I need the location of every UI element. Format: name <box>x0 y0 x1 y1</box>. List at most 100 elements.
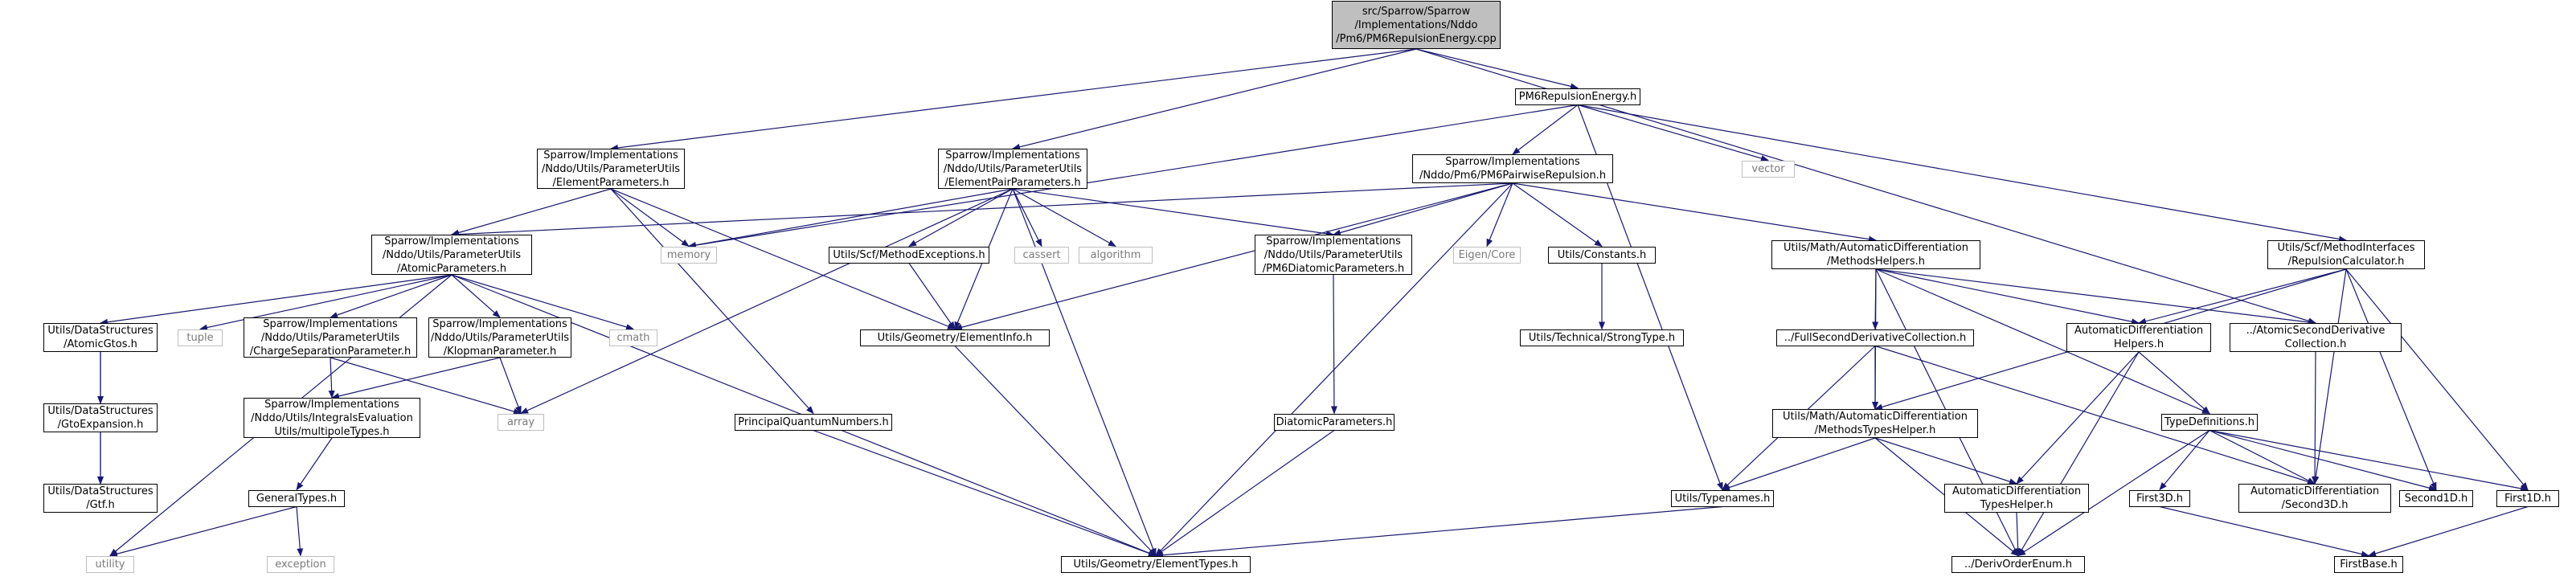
edge-typedefs-to-second3d <box>2209 429 2316 485</box>
edge-pairwise-to-eigen <box>1486 182 1513 248</box>
edge-adtypes-to-derivorder <box>2014 512 2021 557</box>
edge-repcalc-to-second1d <box>2345 268 2437 491</box>
node-gtf-h[interactable]: Utils/DataStructures /Gtf.h <box>43 484 158 513</box>
edge-fullsecond-to-second3d <box>1874 345 2316 485</box>
edge-atomicparams-to-cmath <box>451 274 634 330</box>
edge-methtypes-to-adtypes <box>1874 437 2017 485</box>
node-second1d-h[interactable]: Second1D.h <box>2399 489 2473 507</box>
edge-eleminfo-to-elemtypes <box>954 346 1157 557</box>
edge-repcalc-to-second3d <box>2312 268 2347 485</box>
edge-methexc-to-eleminfo <box>908 263 956 330</box>
edge-first1d-to-firstbase <box>2368 505 2529 557</box>
edge-methhelpers-to-typedefs <box>1875 268 2210 415</box>
edge-pairwise-to-methhelpers <box>1512 182 1877 243</box>
node-deriv-order-enum-h[interactable]: ../DerivOrderEnum.h <box>1951 555 2085 573</box>
edge-first3d-to-firstbase <box>2159 505 2369 558</box>
node-methods-helpers-h[interactable]: Utils/Math/AutomaticDifferentiation /Met… <box>1771 240 1980 269</box>
node-memory: memory <box>661 246 717 264</box>
node-first1d-h[interactable]: First1D.h <box>2496 489 2559 507</box>
node-element-types-h[interactable]: Utils/Geometry/ElementTypes.h <box>1061 555 1251 573</box>
edge-elempair-to-algorithm <box>1012 188 1116 248</box>
edge-pm6rep-to-memory <box>688 104 1579 249</box>
node-atomic-parameters-h[interactable]: Sparrow/Implementations /Nddo/Utils/Para… <box>371 235 532 275</box>
edge-methtypes-to-typenames <box>1722 437 1876 491</box>
edge-repcalc-to-first1d <box>2345 268 2529 491</box>
node-first3d-h[interactable]: First3D.h <box>2129 489 2190 507</box>
node-pm6-diatomic-parameters-h[interactable]: Sparrow/Implementations /Nddo/Utils/Para… <box>1255 235 1412 275</box>
node-principal-quantum-numbers-h[interactable]: PrincipalQuantumNumbers.h <box>735 413 892 431</box>
node-first-base-h[interactable]: FirstBase.h <box>2334 555 2403 573</box>
node-diatomic-parameters-h[interactable]: DiatomicParameters.h <box>1274 413 1394 431</box>
edge-atomicparams-to-klopman <box>451 274 501 318</box>
node-atomic-second-derivative-collection-h[interactable]: ../AtomicSecondDerivative Collection.h <box>2230 323 2402 352</box>
edge-klopman-to-multipole <box>331 357 501 399</box>
node-utility: utility <box>86 555 134 573</box>
edge-typedefs-to-second1d <box>2209 429 2437 492</box>
edge-diatparams-to-elemtypes <box>1155 430 1335 557</box>
edge-elempair-to-methexc <box>908 188 1014 248</box>
edge-klopman-to-array <box>499 357 522 415</box>
edge-atomicparams-to-atomicgtos <box>100 274 453 325</box>
node-full-second-derivative-collection-h[interactable]: ../FullSecondDerivativeCollection.h <box>1776 329 1974 346</box>
edge-root-to-elemparams <box>610 48 1417 151</box>
edge-elemparams-to-eleminfo <box>610 188 956 330</box>
edge-generaltypes-to-exception <box>296 506 304 557</box>
node-multipole-types-h[interactable]: Sparrow/Implementations /Nddo/Utils/Inte… <box>244 398 420 438</box>
node-exception: exception <box>267 555 334 573</box>
node-methods-types-helper-h[interactable]: Utils/Math/AutomaticDifferentiation /Met… <box>1772 409 1978 438</box>
node-cmath: cmath <box>609 329 657 346</box>
edge-multipole-to-generaltypes <box>296 437 333 491</box>
node-algorithm: algorithm <box>1079 246 1153 264</box>
edge-atomicsecond-to-second3d <box>2312 351 2319 485</box>
edge-repcalc-to-adhelpers <box>2138 268 2347 325</box>
node-element-pair-parameters-h[interactable]: Sparrow/Implementations /Nddo/Utils/Para… <box>938 149 1087 189</box>
edge-elemparams-to-atomicparams <box>451 188 612 236</box>
node-element-parameters-h[interactable]: Sparrow/Implementations /Nddo/Utils/Para… <box>537 149 685 189</box>
node-strong-type-h[interactable]: Utils/Technical/StrongType.h <box>1520 329 1684 346</box>
node-automatic-differentiation-helpers-h[interactable]: AutomaticDifferentiation Helpers.h <box>2066 323 2211 352</box>
node-method-exceptions-h[interactable]: Utils/Scf/MethodExceptions.h <box>829 246 989 264</box>
edge-pairwise-to-constants <box>1512 182 1603 248</box>
node-second3d-h[interactable]: AutomaticDifferentiation /Second3D.h <box>2238 484 2391 513</box>
edge-pairwise-to-eleminfo <box>954 182 1513 331</box>
node-general-types-h[interactable]: GeneralTypes.h <box>248 489 345 507</box>
edge-methhelpers-to-adhelpers <box>1875 268 2140 325</box>
node-cassert: cassert <box>1014 246 1069 264</box>
node-pm6-repulsion-energy-cpp[interactable]: src/Sparrow/Sparrow /Implementations/Ndd… <box>1332 1 1501 49</box>
edge-pairwise-to-atomicparams <box>451 182 1513 238</box>
node-constants-h[interactable]: Utils/Constants.h <box>1548 246 1656 264</box>
edge-generaltypes-to-utility <box>109 505 297 558</box>
node-gto-expansion-h[interactable]: Utils/DataStructures /GtoExpansion.h <box>43 403 158 432</box>
node-element-info-h[interactable]: Utils/Geometry/ElementInfo.h <box>860 329 1050 346</box>
edge-pm6rep-to-repcalc <box>1577 104 2347 243</box>
node-eigen-core: Eigen/Core <box>1453 246 1521 264</box>
edge-elemparams-to-memory <box>610 188 690 248</box>
edge-root-to-elempair <box>1012 48 1417 150</box>
node-vector: vector <box>1742 160 1795 178</box>
node-atomic-gtos-h[interactable]: Utils/DataStructures /AtomicGtos.h <box>43 323 158 352</box>
node-array: array <box>498 413 544 431</box>
edge-typedefs-to-derivorder <box>2017 429 2210 557</box>
edge-pm6rep-to-pairwise <box>1512 104 1579 155</box>
node-pm6-pairwise-repulsion-h[interactable]: Sparrow/Implementations /Nddo/Pm6/PM6Pai… <box>1412 154 1613 183</box>
edge-typedefs-to-first3d <box>2159 430 2210 491</box>
edge-atomicparams-to-tuple <box>199 274 453 331</box>
edge-chargesep-to-multipole <box>328 357 335 399</box>
node-klopman-parameter-h[interactable]: Sparrow/Implementations /Nddo/Utils/Para… <box>428 317 571 358</box>
node-tuple: tuple <box>178 329 223 346</box>
node-charge-separation-parameter-h[interactable]: Sparrow/Implementations /Nddo/Utils/Para… <box>244 317 417 358</box>
edge-elempair-to-array <box>520 188 1014 415</box>
node-pm6-repulsion-energy-h[interactable]: PM6RepulsionEnergy.h <box>1515 88 1640 105</box>
edge-methhelpers-to-atomicsecond <box>1875 268 2316 325</box>
node-automatic-differentiation-types-helper-h[interactable]: AutomaticDifferentiation TypesHelper.h <box>1944 484 2089 513</box>
edge-chargesep-to-array <box>330 357 522 415</box>
node-type-definitions-h[interactable]: TypeDefinitions.h <box>2161 413 2258 431</box>
edge-elempair-to-elemtypes <box>1012 188 1157 557</box>
edge-pqn-to-elemtypes <box>813 429 1157 557</box>
edge-typenames-to-elemtypes <box>1155 505 1723 558</box>
edge-elempair-to-cassert <box>1012 188 1042 248</box>
node-repulsion-calculator-h[interactable]: Utils/Scf/MethodInterfaces /RepulsionCal… <box>2267 240 2425 269</box>
node-typenames-h[interactable]: Utils/Typenames.h <box>1671 489 1774 507</box>
